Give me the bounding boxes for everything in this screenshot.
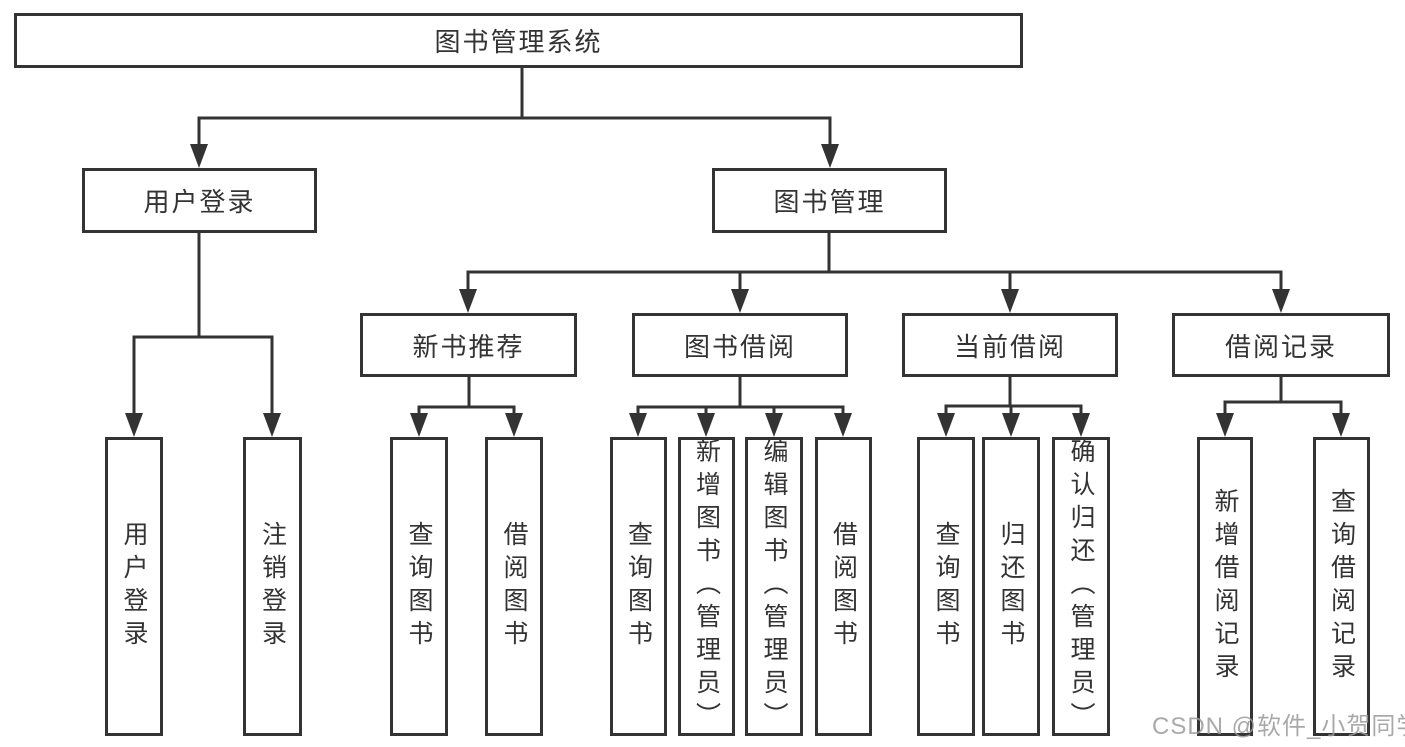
node-book-management-label: 图书管理 (773, 187, 886, 217)
arrow-down-icon (1332, 413, 1350, 437)
arrow-down-icon (125, 413, 143, 437)
node-borrow-records: 借阅记录 (1172, 313, 1390, 377)
node-root-label: 图书管理系统 (434, 27, 603, 57)
leaf-add-book-admin: 新增图书（管理员） (678, 437, 735, 736)
leaf-query-books-borrow-label: 查询图书 (624, 520, 653, 653)
connector-line (417, 375, 516, 409)
leaf-query-books-recommend-label: 查询图书 (405, 520, 433, 653)
arrow-down-icon (765, 413, 783, 437)
leaf-query-books-recommend: 查询图书 (390, 437, 448, 736)
leaf-confirm-return-admin-label: 确认归还（管理员） (1067, 438, 1095, 735)
leaf-borrow-books-label: 借阅图书 (829, 520, 858, 653)
node-new-book-recommend: 新书推荐 (360, 313, 577, 377)
arrow-down-icon (1272, 289, 1290, 313)
node-current-borrow-label: 当前借阅 (953, 331, 1066, 362)
leaf-query-books-current-label: 查询图书 (932, 520, 960, 653)
leaf-add-book-admin-label: 新增图书（管理员） (692, 438, 721, 735)
leaf-logout: 注销登录 (243, 437, 302, 736)
arrow-down-icon (1072, 413, 1090, 437)
arrow-down-icon (731, 289, 749, 313)
leaf-borrow-books-recommend: 借阅图书 (485, 437, 543, 736)
leaf-borrow-books: 借阅图书 (815, 437, 872, 736)
leaf-user-login: 用户登录 (105, 437, 163, 736)
arrow-down-icon (937, 413, 955, 437)
arrow-down-icon (190, 144, 208, 168)
arrow-down-icon (834, 413, 852, 437)
leaf-user-login-label: 用户登录 (120, 520, 148, 653)
arrow-down-icon (1001, 289, 1019, 313)
leaf-query-books-current: 查询图书 (917, 437, 975, 736)
leaf-add-borrow-record: 新增借阅记录 (1197, 437, 1253, 736)
arrow-down-icon (410, 413, 428, 437)
node-user-login-label: 用户登录 (143, 187, 256, 217)
arrow-down-icon (459, 289, 477, 313)
leaf-borrow-books-recommend-label: 借阅图书 (500, 520, 528, 653)
node-current-borrow: 当前借阅 (902, 313, 1118, 377)
leaf-add-borrow-record-label: 新增借阅记录 (1211, 487, 1239, 686)
leaf-query-borrow-record-label: 查询借阅记录 (1327, 487, 1356, 686)
arrow-down-icon (505, 413, 523, 437)
arrow-down-icon (1216, 413, 1234, 437)
arrow-down-icon (1002, 413, 1020, 437)
node-book-management: 图书管理 (712, 168, 947, 233)
arrow-down-icon (263, 413, 281, 437)
leaf-logout-label: 注销登录 (258, 520, 287, 653)
arrow-down-icon (821, 144, 839, 168)
node-book-borrow: 图书借阅 (632, 313, 848, 377)
leaf-query-borrow-record: 查询借阅记录 (1313, 437, 1370, 736)
leaf-edit-book-admin: 编辑图书（管理员） (745, 437, 803, 736)
connector-line (466, 231, 1283, 274)
leaf-return-book-label: 归还图书 (997, 520, 1025, 653)
connector-line (636, 375, 845, 409)
arrow-down-icon (697, 413, 715, 437)
leaf-query-books-borrow: 查询图书 (610, 437, 667, 736)
leaf-return-book: 归还图书 (982, 437, 1040, 736)
node-root: 图书管理系统 (14, 13, 1023, 68)
node-user-login: 用户登录 (82, 168, 317, 233)
node-borrow-records-label: 借阅记录 (1224, 331, 1337, 362)
connector-line (944, 375, 1083, 408)
watermark: CSDN @软件_小贺同学 (1152, 713, 1405, 740)
leaf-edit-book-admin-label: 编辑图书（管理员） (760, 438, 788, 735)
node-book-borrow-label: 图书借阅 (683, 331, 796, 362)
connector-line (1223, 375, 1343, 404)
connector-line (197, 66, 832, 120)
leaf-confirm-return-admin: 确认归还（管理员） (1052, 437, 1110, 736)
connector-line (132, 231, 274, 339)
arrow-down-icon (629, 413, 647, 437)
node-new-book-recommend-label: 新书推荐 (412, 331, 525, 362)
